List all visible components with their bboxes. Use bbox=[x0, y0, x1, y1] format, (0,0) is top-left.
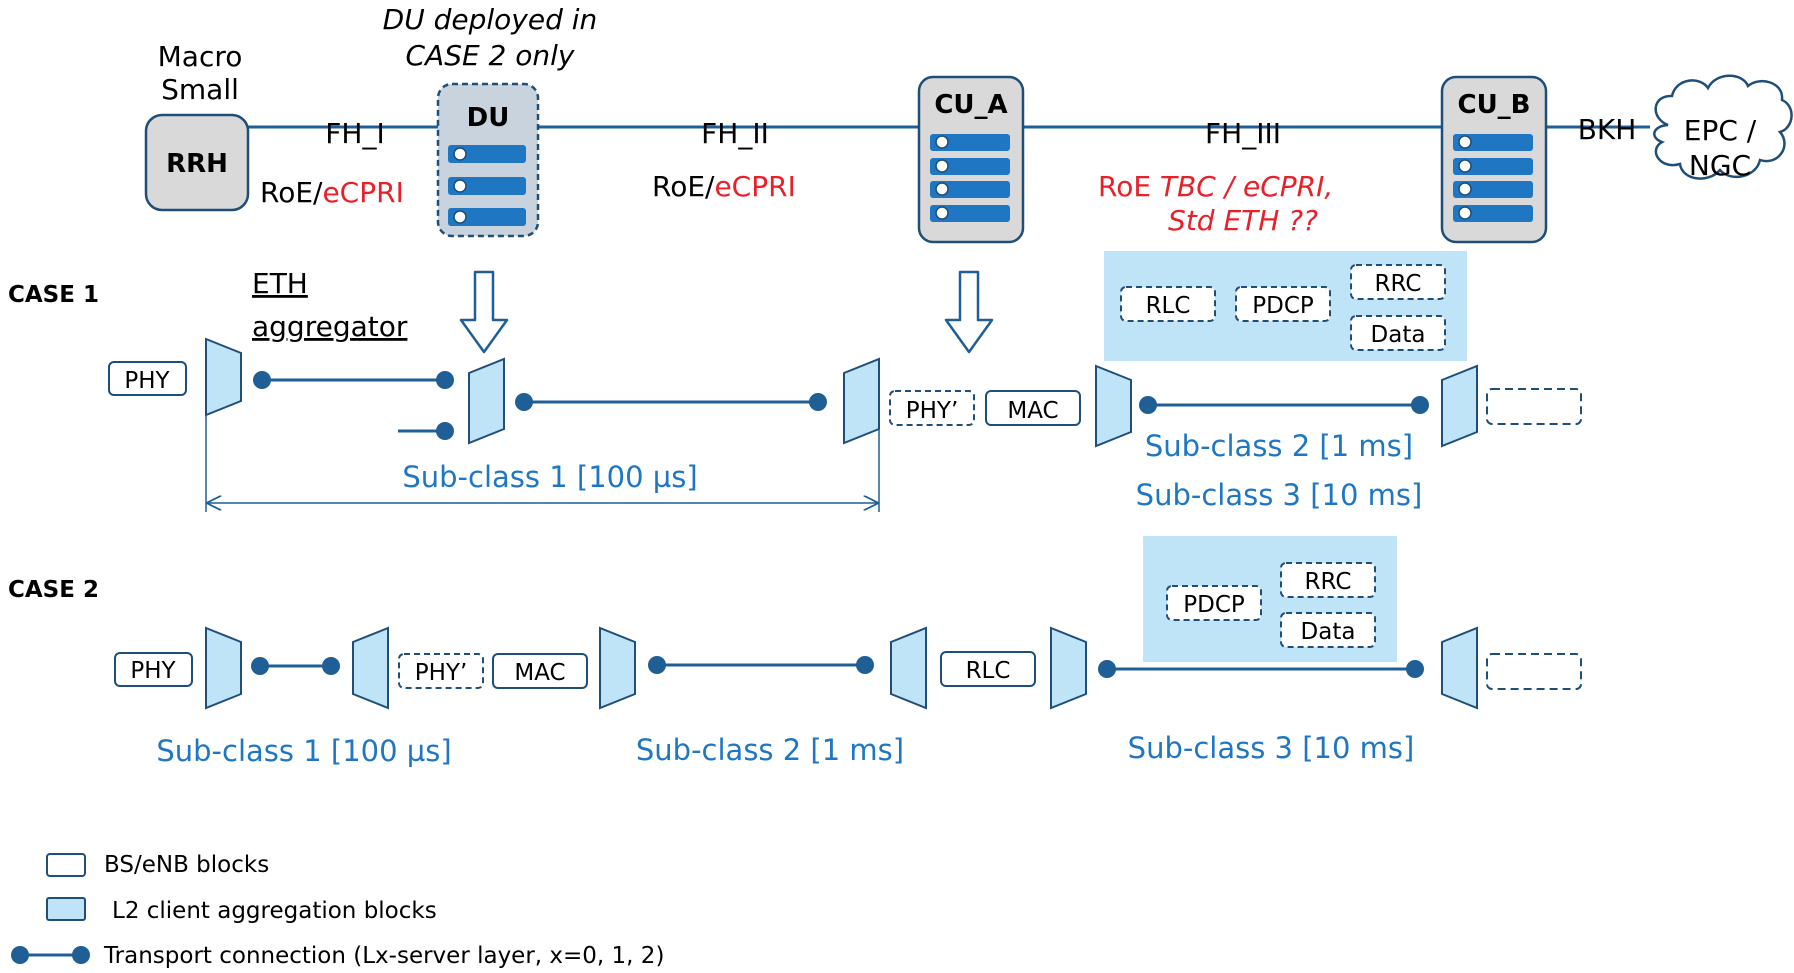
case2-mac-box bbox=[492, 653, 588, 689]
cu-a-server: CU_A bbox=[917, 75, 1025, 244]
case1-subclass1: Sub-class 1 [100 µs] bbox=[402, 460, 697, 494]
fh1-protocol: RoE/eCPRI bbox=[260, 176, 404, 209]
epc-cloud-icon bbox=[1653, 74, 1793, 180]
case2-pdcp-label: PDCP bbox=[1183, 592, 1245, 618]
case2-phy-prime-box bbox=[398, 653, 484, 689]
case2-transport-3 bbox=[1098, 660, 1424, 678]
case2-phy-label: PHY bbox=[130, 658, 176, 684]
fh2-protocol: RoE/eCPRI bbox=[652, 170, 796, 203]
case1-agg-block-5 bbox=[1441, 364, 1478, 448]
case2-subclass2: Sub-class 2 [1 ms] bbox=[636, 733, 904, 767]
case2-agg-block-1 bbox=[205, 626, 242, 710]
legend-l2-label: L2 client aggregation blocks bbox=[112, 898, 437, 924]
case2-mac-label: MAC bbox=[514, 660, 565, 686]
case1-trailing-block bbox=[1486, 388, 1582, 425]
case1-rlc-box bbox=[1120, 286, 1216, 322]
case1-phy-box bbox=[108, 361, 187, 396]
case2-rlc-box bbox=[940, 651, 1036, 687]
case2-data-label: Data bbox=[1301, 619, 1356, 645]
fh3-label: FH_III bbox=[1205, 117, 1281, 150]
case2-rlc-label: RLC bbox=[966, 658, 1011, 684]
case1-transport-1 bbox=[253, 371, 454, 389]
bkh-label: BKH bbox=[1578, 113, 1637, 146]
case1-subclass2: Sub-class 2 [1 ms] bbox=[1145, 429, 1413, 463]
case2-pdcp-box bbox=[1166, 585, 1262, 621]
case2-agg-block-5 bbox=[1050, 626, 1087, 710]
case2-rrc-box bbox=[1280, 562, 1376, 598]
case1-rrc-box bbox=[1350, 264, 1446, 300]
case1-phy-prime-label: PHY’ bbox=[906, 398, 959, 424]
legend-l2-swatch bbox=[46, 897, 86, 921]
du-server: DU bbox=[436, 82, 540, 238]
case2-phy-box bbox=[114, 652, 193, 687]
rrh-label: RRH bbox=[166, 149, 228, 179]
legend-bs-swatch bbox=[46, 853, 86, 877]
legend-transport-label: Transport connection (Lx-server layer, x… bbox=[103, 943, 664, 969]
eth-aggregator-line2: aggregator bbox=[252, 310, 408, 343]
case1-mac-label: MAC bbox=[1007, 398, 1058, 424]
case2-phy-prime-label: PHY’ bbox=[415, 660, 468, 686]
case2-data-box bbox=[1280, 612, 1376, 648]
case1-data-box bbox=[1350, 315, 1446, 351]
eth-aggregator-line1: ETH bbox=[252, 267, 308, 300]
down-arrow-cu-a bbox=[944, 270, 994, 354]
case1-rrc-label: RRC bbox=[1375, 271, 1422, 297]
case2-title: CASE 2 bbox=[8, 577, 99, 603]
case1-agg-block-3 bbox=[843, 357, 880, 445]
case2-subclass1: Sub-class 1 [100 µs] bbox=[156, 734, 451, 768]
case2-trailing-block bbox=[1486, 653, 1582, 690]
case1-transport-2 bbox=[515, 393, 827, 411]
cu-a-label: CU_A bbox=[934, 90, 1007, 120]
rrh-caption-macro: Macro bbox=[158, 40, 243, 73]
case2-transport-1 bbox=[251, 657, 340, 675]
case2-agg-block-4 bbox=[890, 626, 927, 710]
fh1-label: FH_I bbox=[325, 117, 384, 150]
case2-agg-block-6 bbox=[1441, 626, 1478, 710]
case2-agg-block-3 bbox=[599, 626, 636, 710]
epc-line2: NGC bbox=[1689, 149, 1751, 182]
rrh-box bbox=[144, 113, 250, 212]
du-label: DU bbox=[467, 103, 510, 133]
fh3-protocol-line2: Std ETH ?? bbox=[1168, 204, 1318, 237]
cu-b-server: CU_B bbox=[1440, 75, 1548, 244]
case2-transport-2 bbox=[648, 656, 874, 674]
case1-phy-label: PHY bbox=[124, 368, 170, 394]
down-arrow-du bbox=[459, 270, 509, 354]
case1-subclass3: Sub-class 3 [10 ms] bbox=[1136, 478, 1423, 512]
cu-b-label: CU_B bbox=[1457, 90, 1530, 120]
case1-agg-block-4 bbox=[1095, 364, 1132, 448]
case1-phy-prime-box bbox=[889, 390, 975, 426]
case1-title: CASE 1 bbox=[8, 282, 99, 308]
fh2-label: FH_II bbox=[701, 117, 769, 150]
case1-transport-stub bbox=[398, 422, 454, 440]
case1-pdcp-box bbox=[1235, 286, 1331, 322]
case1-pdcp-label: PDCP bbox=[1252, 293, 1314, 319]
case1-agg-block-1 bbox=[205, 337, 242, 417]
case1-data-label: Data bbox=[1371, 322, 1426, 348]
case2-rrc-label: RRC bbox=[1305, 569, 1352, 595]
rrh-caption-small: Small bbox=[161, 73, 239, 106]
case1-transport-3 bbox=[1139, 396, 1429, 414]
epc-line1: EPC / bbox=[1684, 114, 1757, 147]
du-note-line2: CASE 2 only bbox=[405, 39, 574, 72]
case2-subclass3: Sub-class 3 [10 ms] bbox=[1128, 731, 1415, 765]
case1-agg-block-2 bbox=[468, 357, 505, 445]
case2-agg-block-2 bbox=[352, 626, 389, 710]
case1-mac-box bbox=[985, 390, 1081, 426]
du-note-line1: DU deployed in bbox=[383, 3, 598, 36]
legend-transport-swatch bbox=[11, 946, 90, 964]
case1-rlc-label: RLC bbox=[1146, 293, 1191, 319]
fh3-protocol: RoE TBC / eCPRI, bbox=[1098, 170, 1333, 203]
legend-bs-label: BS/eNB blocks bbox=[104, 852, 269, 878]
